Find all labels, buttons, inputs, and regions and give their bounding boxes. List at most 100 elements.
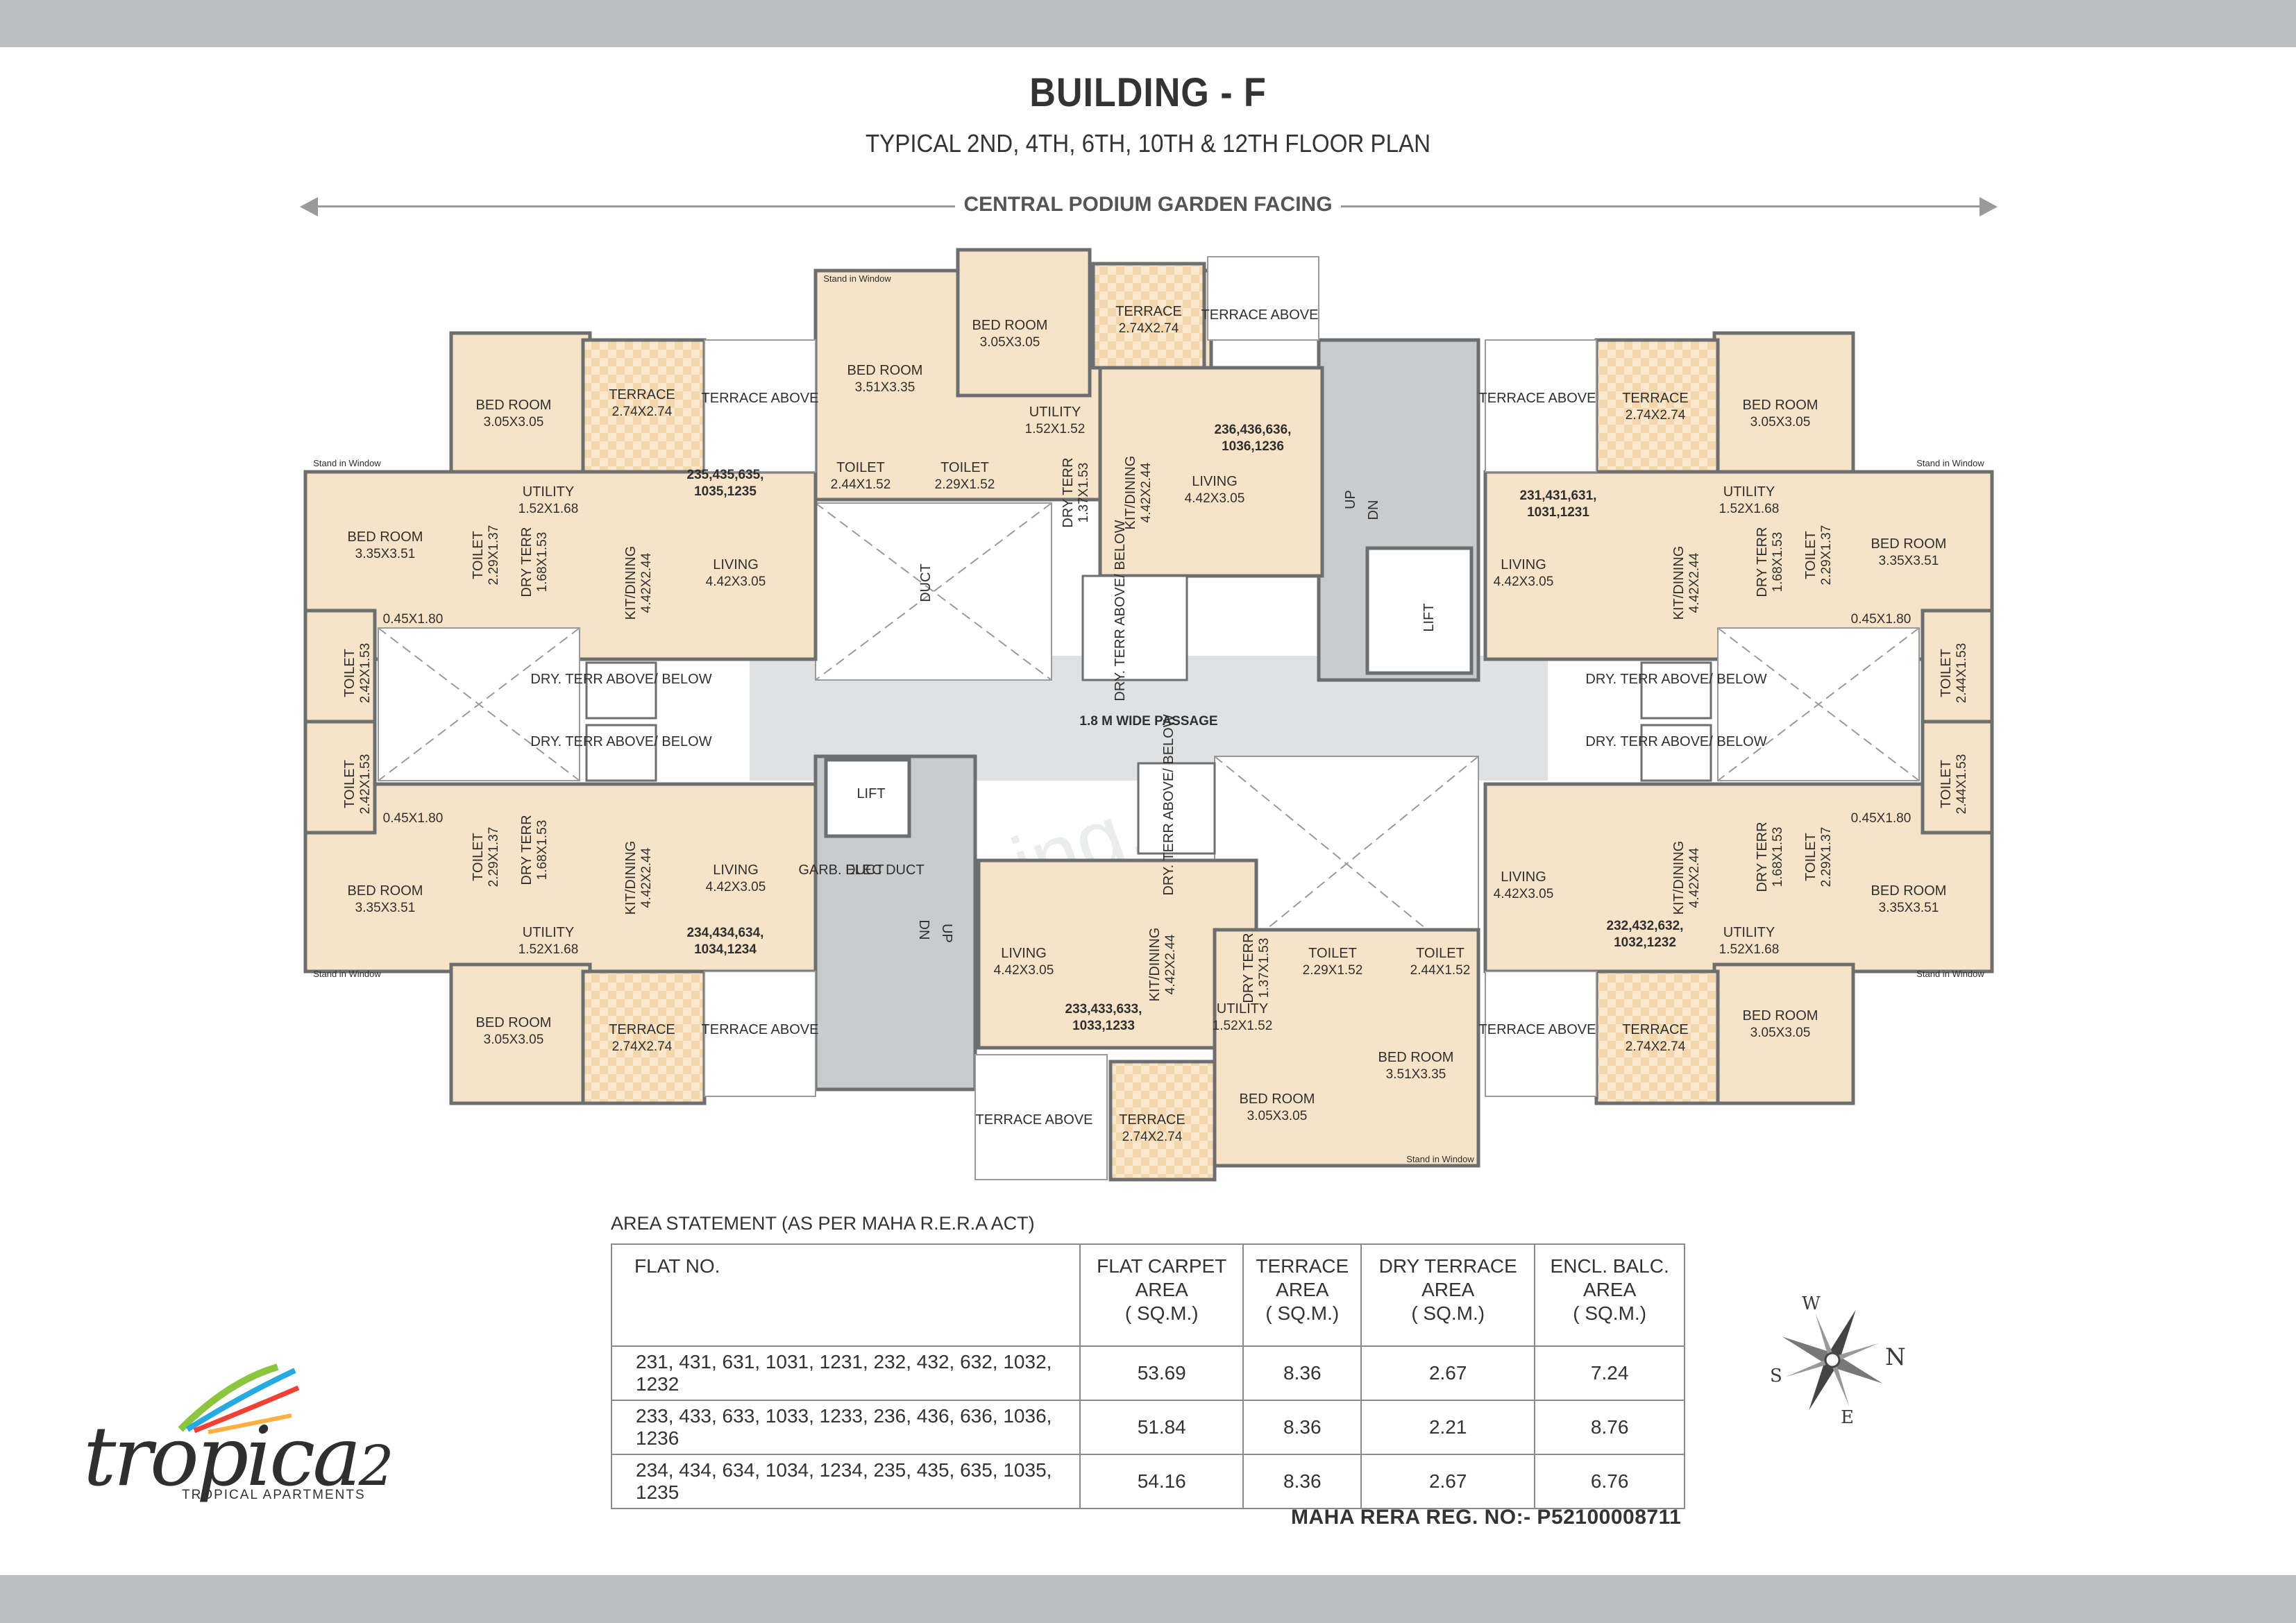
bedroom-n [956, 248, 1092, 398]
room-label-45: DRY TERR [519, 815, 534, 885]
room-label-17: DRY TERR [1061, 457, 1076, 527]
room-size-69: 4.42X2.44 [1687, 847, 1702, 908]
room-size-0: 3.05X3.05 [484, 415, 544, 430]
room-label-67: TERRACE ABOVE [976, 1112, 1093, 1128]
room-size-32: 1.68X1.53 [1771, 532, 1785, 593]
window-label-0: Stand in Window [313, 458, 381, 468]
room-label-49: 234,434,634, [687, 926, 764, 940]
stair-label-0: UP [1343, 490, 1358, 509]
col-encl-balc-area: ENCL. BALC.AREA( SQ.M.) [1534, 1243, 1685, 1347]
room-size-19: 1036,1236 [1222, 439, 1284, 454]
terrace-area: 8.36 [1242, 1400, 1362, 1455]
room-label-0: BED ROOM [476, 398, 552, 413]
room-label-38: TOILET [1939, 760, 1954, 808]
room-label-24: 1.8 M WIDE PASSAGE [1079, 714, 1217, 729]
room-size-36: 2.42X1.53 [358, 754, 373, 815]
flat-block-s-left [977, 858, 1258, 1050]
carpet-area: 51.84 [1079, 1400, 1244, 1455]
balcony-label-1: 0.45X1.80 [383, 811, 444, 826]
room-size-18: 4.42X2.44 [1139, 462, 1154, 522]
dry-terrace-area: 2.67 [1360, 1454, 1536, 1509]
room-size-28: 1031,1231 [1527, 505, 1589, 520]
room-label-42: DRY. TERR ABOVE/ BELOW [1585, 734, 1766, 749]
terrace-area: 8.36 [1242, 1454, 1362, 1509]
room-size-46: 4.42X2.44 [639, 847, 654, 908]
room-label-52: TERRACE ABOVE [702, 1022, 819, 1037]
room-label-44: TOILET [471, 833, 486, 881]
room-label-46: KIT/DINING [623, 841, 639, 915]
room-label-54: GARB. DUCT [798, 863, 884, 878]
room-size-45: 1.68X1.53 [535, 820, 550, 881]
room-label-34: BED ROOM [1871, 536, 1947, 552]
dry-terr-box-1 [585, 724, 657, 782]
room-label-56: DRY. TERR ABOVE/ BELOW [1161, 714, 1176, 895]
dry-terr-box-2 [1640, 661, 1712, 720]
room-size-62: 2.44X1.52 [1410, 963, 1471, 978]
room-label-2: TERRACE ABOVE [702, 391, 819, 406]
room-size-44: 2.29X1.37 [487, 827, 501, 887]
room-size-59: 1033,1233 [1072, 1019, 1135, 1033]
room-label-7: KIT/DINING [623, 546, 639, 620]
room-size-51: 2.74X2.74 [612, 1039, 673, 1054]
compass-n: N [1885, 1343, 1906, 1371]
terrace-above-5 [1485, 971, 1597, 1097]
flat-numbers: 233, 433, 633, 1033, 1233, 236, 436, 636… [611, 1400, 1081, 1455]
room-size-12: 2.74X2.74 [1119, 321, 1179, 336]
room-label-74: UTILITY [1723, 925, 1775, 940]
room-size-29: 1.52X1.68 [1719, 502, 1780, 516]
balcony-label-2: 0.45X1.80 [1851, 612, 1911, 627]
terrace-above-1 [1207, 256, 1319, 341]
room-label-32: DRY TERR [1755, 527, 1770, 597]
facing-label: CENTRAL PODIUM GARDEN FACING [963, 193, 1333, 216]
encl-balc-area: 7.24 [1534, 1345, 1685, 1401]
dry-terr-box-0 [585, 661, 657, 720]
room-size-3: 3.35X3.51 [355, 547, 416, 561]
room-size-68: 4.42X3.05 [1494, 887, 1554, 901]
logo-tagline: TROPICAL APARTMENTS [182, 1488, 366, 1502]
room-size-50: 3.05X3.05 [484, 1033, 544, 1047]
stair-label-2: DN [916, 920, 931, 940]
room-label-3: BED ROOM [348, 529, 423, 545]
room-label-59: 233,433,633, [1065, 1002, 1142, 1017]
room-size-35: 2.42X1.53 [358, 643, 373, 704]
room-size-71: 2.29X1.37 [1819, 827, 1834, 887]
window-label-1: Stand in Window [313, 969, 381, 979]
facing-line-right [1341, 205, 1980, 207]
room-size-60: 1.37X1.53 [1257, 938, 1272, 999]
room-size-65: 3.05X3.05 [1247, 1109, 1308, 1123]
room-label-10: BED ROOM [847, 363, 923, 378]
col-flat-no: FLAT NO. [611, 1243, 1081, 1347]
bedroom-se [1712, 962, 1855, 1105]
room-size-74: 1.52X1.68 [1719, 942, 1780, 957]
side-toilet-3 [1921, 720, 1994, 835]
terrace-above-2 [1485, 339, 1597, 473]
dry-terr-box-3 [1640, 724, 1712, 782]
terrace-se [1594, 969, 1720, 1105]
room-size-58: 4.42X2.44 [1163, 934, 1178, 994]
lift-bottom [824, 758, 911, 838]
compass: W N S E [1756, 1284, 1909, 1436]
room-size-61: 2.29X1.52 [1303, 963, 1363, 978]
window-label-3: Stand in Window [1916, 458, 1984, 468]
room-label-22: DRY. TERR ABOVE/ BELOW [1113, 520, 1128, 701]
encl-balc-area: 6.76 [1534, 1454, 1685, 1509]
room-label-61: TOILET [1308, 946, 1357, 961]
room-label-4: UTILITY [523, 484, 574, 500]
room-size-10: 3.51X3.35 [855, 380, 915, 395]
room-label-62: TOILET [1416, 946, 1464, 961]
void-left-diagonal [378, 627, 580, 781]
rera-registration: MAHA RERA REG. NO:- P52100008711 [1291, 1506, 1682, 1529]
flat-block-se [1483, 782, 1994, 974]
duct-void-left-diagonal [815, 502, 1052, 681]
room-label-21: DUCT [918, 563, 934, 602]
bottom-band [0, 1575, 2296, 1623]
terrace-n [1091, 262, 1206, 370]
room-size-14: 1.52X1.52 [1025, 422, 1086, 436]
room-label-75: TERRACE ABOVE [1479, 1022, 1596, 1037]
area-statement-caption: AREA STATEMENT (AS PER MAHA R.E.R.A ACT) [611, 1213, 1035, 1234]
room-size-77: 3.05X3.05 [1750, 1026, 1811, 1040]
stair-label-3: UP [939, 924, 954, 943]
stair-label-1: DN [1366, 500, 1381, 520]
